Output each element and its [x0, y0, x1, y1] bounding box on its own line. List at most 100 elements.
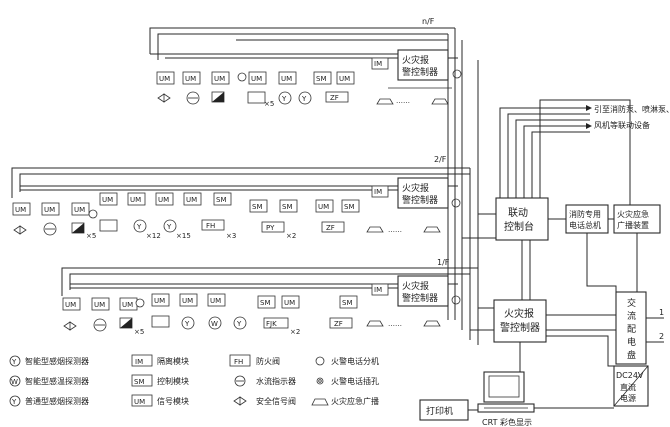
emergency-speaker-icon — [366, 320, 384, 327]
diagram-shape — [62, 297, 81, 311]
diagram-label: ZF — [334, 320, 343, 328]
wire-line — [546, 335, 614, 367]
diagram-label: UM — [44, 206, 55, 214]
diagram-shape — [183, 192, 202, 206]
diagram-shape — [9, 395, 21, 407]
bus-line — [69, 273, 470, 290]
diagram-label: IM — [374, 188, 382, 196]
diagram-label: Y — [11, 398, 17, 406]
diagram-label: 火灾应急 — [617, 209, 649, 219]
diagram-shape — [155, 192, 174, 206]
diagram-label: ZF — [326, 224, 335, 232]
wire-line — [499, 107, 590, 198]
diagram-label: DC24V — [616, 371, 644, 380]
um-module — [248, 71, 267, 85]
diagram-label: UM — [182, 297, 193, 305]
controller-text: 警控制器 — [402, 66, 438, 78]
diagram-label: SM — [216, 196, 226, 204]
wire-line — [613, 365, 649, 407]
wire-line — [539, 99, 631, 205]
fjk-module — [263, 317, 289, 329]
diagram-label: Y — [184, 320, 190, 328]
emergency-speaker-icon — [366, 226, 384, 233]
floor-label-n: n/F — [422, 17, 435, 26]
diagram-shape — [488, 375, 520, 398]
diagram-label: 配 — [627, 324, 636, 335]
um-label: UM — [339, 75, 350, 83]
um-module — [336, 71, 355, 85]
diagram-label: ×2 — [290, 328, 300, 336]
floor-1-devices: UM UM UM UM UM UM SM UM SM IM Y W Y FJK — [62, 283, 389, 336]
diagram-shape — [212, 92, 224, 102]
zf-label: ZF — [330, 94, 339, 102]
detector-box-icon — [151, 315, 170, 328]
zf-module — [325, 91, 349, 103]
diagram-shape — [71, 202, 90, 216]
diagram-label: Y — [11, 358, 17, 366]
legend-item: 防火阀 — [256, 356, 280, 366]
diagram-label: UM — [15, 206, 26, 214]
riser-lines — [447, 28, 496, 345]
diagram-label: SM — [282, 203, 292, 211]
diagram-label: 1 — [659, 308, 664, 317]
floor-label-2: 2/F — [434, 155, 447, 164]
diagram-shape — [279, 199, 298, 213]
floor-2: 2/F UM UM UM UM UM UM UM SM SM SM UM SM … — [11, 155, 470, 240]
count-label: ×5 — [264, 100, 274, 108]
diagram-shape — [131, 374, 153, 387]
um-label: UM — [185, 75, 196, 83]
diagram-shape — [131, 394, 153, 407]
diagram-label: UM — [318, 203, 329, 211]
diagram-label: 火灾报 — [504, 307, 534, 320]
diagram-shape — [213, 192, 232, 206]
um-label: UM — [281, 75, 292, 83]
diagram-label: Y — [236, 320, 242, 328]
diagram-shape — [72, 223, 84, 233]
detector-label: Y — [281, 95, 287, 103]
diagram-shape — [151, 293, 170, 307]
crt-label: CRT 彩色显示 — [482, 417, 532, 427]
um-module — [156, 71, 175, 85]
diagram-shape — [41, 202, 60, 216]
diagram-shape — [12, 202, 31, 216]
smoke-detector-icon — [181, 316, 195, 330]
fire-phone-icon — [452, 69, 462, 79]
diagram-label: SM — [344, 203, 354, 211]
diagram-shape — [131, 354, 153, 367]
emergency-speaker-icon — [423, 226, 441, 233]
diagram-label: UM — [154, 297, 165, 305]
diagram-label: 警控制器 — [402, 292, 438, 304]
diagram-label: UM — [74, 206, 85, 214]
im-module — [371, 57, 389, 70]
um-label: UM — [214, 75, 225, 83]
legend-item: 水流指示器 — [256, 376, 296, 386]
legend-item: 安全信号阀 — [256, 396, 296, 406]
legend-item: 隔离模块 — [157, 356, 189, 366]
central-equipment: 联动 控制台 消防专用 电话总机 火灾应急 广播装置 火灾报 警控制器 交 流 … — [419, 197, 661, 427]
diagram-label: 直流 — [620, 382, 636, 392]
fh-module — [201, 219, 225, 231]
diagram-shape — [249, 199, 268, 213]
diagram-label: UM — [134, 398, 145, 406]
sm-label: SM — [316, 75, 326, 83]
diagram-label: SM — [252, 203, 262, 211]
diagram-label: ×5 — [134, 328, 144, 336]
diagram-label: UM — [102, 196, 113, 204]
safety-signal-valve-icon — [157, 93, 171, 103]
fire-phone-icon — [451, 198, 461, 208]
safety-signal-valve-icon — [13, 225, 27, 235]
detector-box-icon — [99, 219, 118, 232]
smoke-detector-icon — [163, 219, 177, 233]
wire-line — [531, 131, 590, 198]
legend: Y 智能型感烟探测器 W 智能型感温探测器 Y 普通型感烟探测器 IM 隔离模块… — [9, 354, 379, 407]
diagram-label: Y — [136, 223, 142, 231]
diagram-shape — [229, 354, 251, 367]
legend-item: 智能型感烟探测器 — [25, 356, 89, 366]
fire-phone-icon — [451, 295, 461, 305]
diagram-label: 消防专用 — [569, 209, 601, 219]
bus-line — [61, 267, 478, 296]
diagram-shape — [318, 379, 322, 383]
diagram-shape — [207, 293, 226, 307]
bus-line — [11, 167, 470, 198]
